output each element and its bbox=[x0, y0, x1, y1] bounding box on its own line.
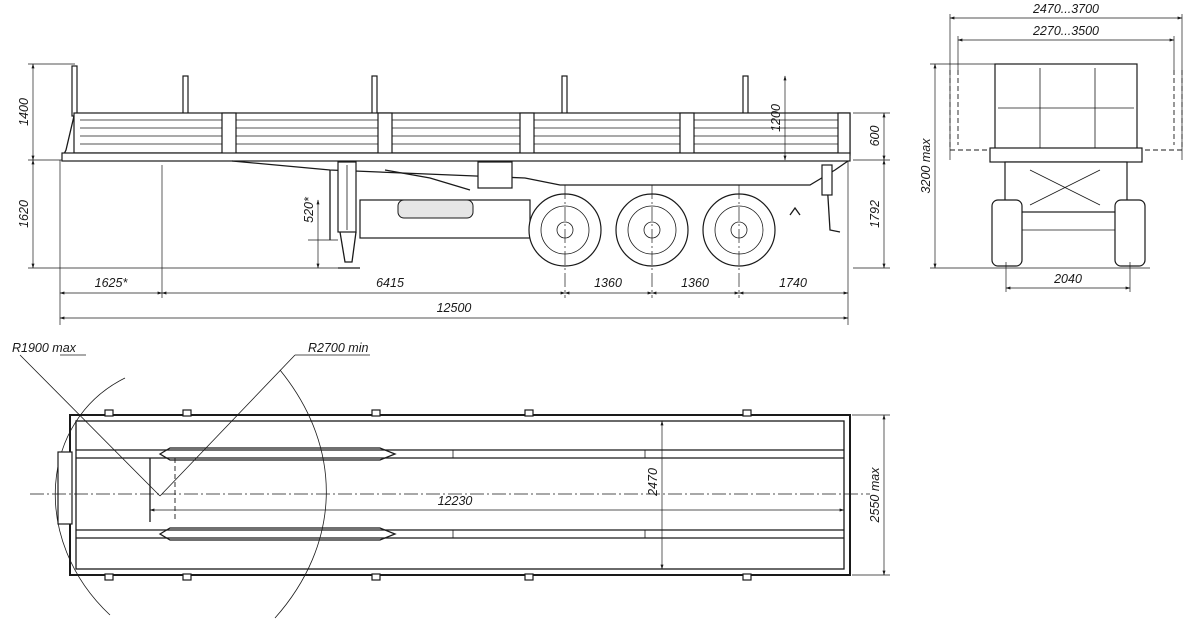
dim-inner-width: 2470 bbox=[646, 468, 660, 497]
rear-guard bbox=[789, 164, 841, 233]
dim-track-width: 2040 bbox=[1053, 272, 1082, 286]
side-board bbox=[61, 112, 851, 159]
dim-stake-above-side: 1200 bbox=[769, 104, 783, 132]
side-view: 1400 1620 1200 600 1792 520* 1625* 6415 … bbox=[17, 63, 890, 325]
landing-gear bbox=[308, 161, 360, 269]
rear-view: 2470...3700 2270...3500 3200 max 2040 bbox=[919, 2, 1183, 292]
dim-width-range-outer: 2470...3700 bbox=[1032, 2, 1099, 16]
dim-frame-height: 1620 bbox=[17, 200, 31, 228]
dim-front-swing-radius: R1900 max bbox=[12, 341, 77, 355]
dim-overall-length: 12500 bbox=[437, 301, 472, 315]
dim-width-range-inner: 2270...3500 bbox=[1032, 24, 1099, 38]
frame bbox=[61, 152, 851, 240]
dim-axle-spacing-1: 1360 bbox=[594, 276, 622, 290]
dim-stake-height: 1400 bbox=[17, 98, 31, 126]
dim-deck-height: 1792 bbox=[868, 200, 882, 228]
wheels bbox=[528, 185, 776, 298]
dim-leg-travel: 520* bbox=[302, 196, 316, 223]
dim-max-width: 2550 max bbox=[868, 467, 882, 524]
stakes bbox=[71, 65, 749, 117]
dim-kingpin-to-axle: 6415 bbox=[376, 276, 404, 290]
dim-turning-radius: R2700 min bbox=[308, 341, 368, 355]
stake-pockets bbox=[104, 409, 752, 581]
top-view: R1900 max R2700 min 12230 2470 2550 max bbox=[12, 341, 890, 619]
dim-rear-overhang: 1740 bbox=[779, 276, 807, 290]
dim-axle-spacing-2: 1360 bbox=[681, 276, 709, 290]
dim-max-height: 3200 max bbox=[919, 138, 933, 194]
dim-deck-length: 12230 bbox=[438, 494, 473, 508]
dim-side-height: 600 bbox=[868, 126, 882, 147]
dim-kingpin-offset: 1625* bbox=[95, 276, 129, 290]
